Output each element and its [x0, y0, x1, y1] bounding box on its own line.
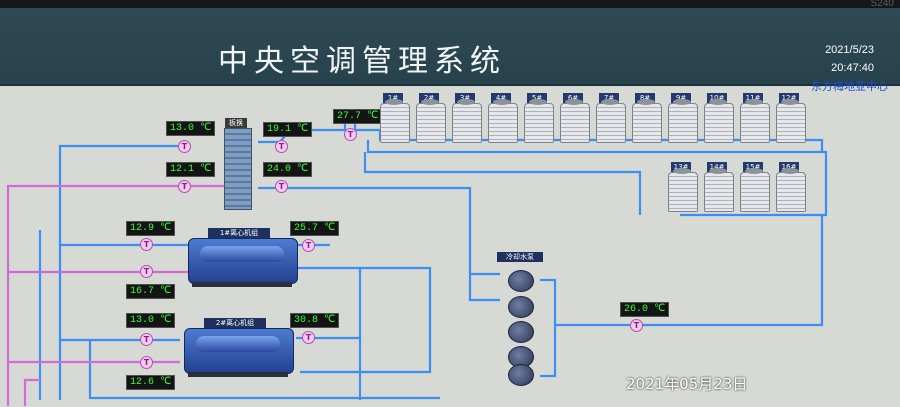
- sensor-icon[interactable]: T: [275, 180, 288, 193]
- temp-chiller2-right: 30.8 ℃: [290, 313, 340, 328]
- cooling-tower-label: 3#: [455, 93, 475, 103]
- chiller-label: 2#离心机组: [204, 318, 266, 328]
- fan-icon: [385, 99, 403, 105]
- photo-date-stamp: 2021年05月23日: [626, 375, 748, 393]
- temp-chiller1-left-bottom: 16.7 ℃: [126, 284, 176, 299]
- cooling-tower[interactable]: 15#: [738, 162, 770, 212]
- fan-icon: [565, 99, 583, 105]
- header-date: 2021/5/23: [825, 44, 874, 56]
- cooling-tower-label: 10#: [707, 93, 727, 103]
- cooling-tower-label: 15#: [743, 162, 763, 172]
- temp-chiller1-right: 25.7 ℃: [290, 221, 340, 236]
- cooling-tower[interactable]: 4#: [486, 93, 518, 143]
- temp-hx-right-bottom: 24.0 ℃: [263, 162, 313, 177]
- sensor-icon[interactable]: T: [140, 265, 153, 278]
- fan-icon: [709, 99, 727, 105]
- sensor-icon[interactable]: T: [302, 239, 315, 252]
- fan-icon: [745, 99, 763, 105]
- chiller-unit-2[interactable]: 2#离心机组: [184, 318, 294, 378]
- fan-icon: [745, 168, 763, 174]
- temp-chiller2-left-top: 13.0 ℃: [126, 313, 176, 328]
- temp-chiller2-left-bottom: 12.6 ℃: [126, 375, 176, 390]
- cooling-tower[interactable]: 5#: [522, 93, 554, 143]
- pump-icon[interactable]: [508, 364, 534, 386]
- cooling-tower[interactable]: 10#: [702, 93, 734, 143]
- sensor-icon[interactable]: T: [140, 238, 153, 251]
- cooling-tower[interactable]: 1#: [378, 93, 410, 143]
- pump-icon[interactable]: [508, 296, 534, 318]
- cooling-tower-label: 5#: [527, 93, 547, 103]
- cooling-tower-label: 7#: [599, 93, 619, 103]
- temp-tower-supply: 27.7 ℃: [333, 109, 383, 124]
- fan-icon: [709, 168, 727, 174]
- cooling-tower[interactable]: 7#: [594, 93, 626, 143]
- fan-icon: [529, 99, 547, 105]
- fan-icon: [637, 99, 655, 105]
- sensor-icon[interactable]: T: [302, 331, 315, 344]
- cooling-tower-label: 16#: [779, 162, 799, 172]
- cooling-tower[interactable]: 2#: [414, 93, 446, 143]
- cooling-tower-label: 11#: [743, 93, 763, 103]
- cooling-tower-label: 6#: [563, 93, 583, 103]
- chiller-label: 1#离心机组: [208, 228, 270, 238]
- header-time: 20:47:40: [831, 62, 874, 74]
- fan-icon: [601, 99, 619, 105]
- cooling-tower-label: 14#: [707, 162, 727, 172]
- organization-name: 东方梅地亚中心: [811, 80, 888, 93]
- cooling-tower-label: 12#: [779, 93, 799, 103]
- fan-icon: [421, 99, 439, 105]
- cooling-tower-label: 1#: [383, 93, 403, 103]
- cooling-tower[interactable]: 13#: [666, 162, 698, 212]
- heat-exchanger[interactable]: [224, 128, 252, 210]
- cooling-tower[interactable]: 3#: [450, 93, 482, 143]
- cooling-tower-label: 9#: [671, 93, 691, 103]
- temp-chiller1-left-top: 12.9 ℃: [126, 221, 176, 236]
- cooling-tower-label: 13#: [671, 162, 691, 172]
- sensor-icon[interactable]: T: [344, 128, 357, 141]
- cooling-tower-label: 2#: [419, 93, 439, 103]
- sensor-icon[interactable]: T: [140, 333, 153, 346]
- fan-icon: [781, 168, 799, 174]
- org-bar: 东方梅地亚中心: [0, 80, 900, 102]
- pump-icon[interactable]: [508, 270, 534, 292]
- cooling-tower[interactable]: 9#: [666, 93, 698, 143]
- cooling-tower-label: 4#: [491, 93, 511, 103]
- cooling-tower[interactable]: 6#: [558, 93, 590, 143]
- sensor-icon[interactable]: T: [140, 356, 153, 369]
- chiller-unit-1[interactable]: 1#离心机组: [188, 228, 298, 288]
- temp-hx-left-bottom: 12.1 ℃: [166, 162, 216, 177]
- page-title: 中央空调管理系统: [218, 44, 506, 79]
- fan-icon: [673, 168, 691, 174]
- cooling-tower[interactable]: 12#: [774, 93, 806, 143]
- cooling-tower[interactable]: 16#: [774, 162, 806, 212]
- pump-icon[interactable]: [508, 321, 534, 343]
- temp-pump-return: 26.0 ℃: [620, 302, 670, 317]
- temp-hx-left-top: 13.0 ℃: [166, 121, 216, 136]
- header-bar: 中央空调管理系统 2021/5/23 20:47:40: [0, 8, 900, 86]
- sensor-icon[interactable]: T: [178, 180, 191, 193]
- sensor-icon[interactable]: T: [275, 140, 288, 153]
- fan-icon: [781, 99, 799, 105]
- temp-hx-right-top: 19.1 ℃: [263, 122, 313, 137]
- sensor-icon[interactable]: T: [630, 319, 643, 332]
- cooling-tower[interactable]: 8#: [630, 93, 662, 143]
- pump-group-label: 冷却水泵: [497, 252, 543, 262]
- heat-exchanger-label: 板换: [225, 118, 247, 128]
- fan-icon: [457, 99, 475, 105]
- fan-icon: [673, 99, 691, 105]
- corner-code: S240: [870, 0, 894, 9]
- cooling-tower[interactable]: 11#: [738, 93, 770, 143]
- fan-icon: [493, 99, 511, 105]
- cooling-tower-label: 8#: [635, 93, 655, 103]
- sensor-icon[interactable]: T: [178, 140, 191, 153]
- cooling-tower[interactable]: 14#: [702, 162, 734, 212]
